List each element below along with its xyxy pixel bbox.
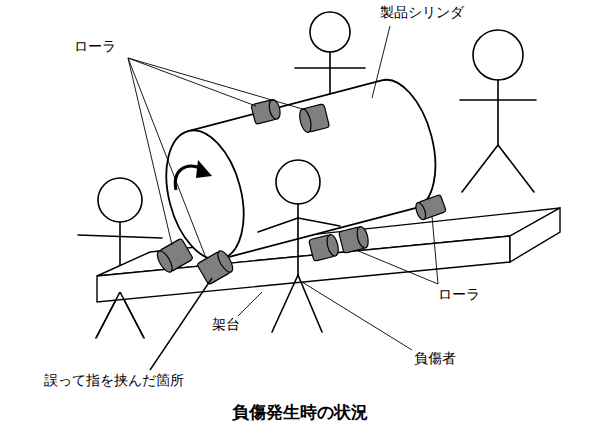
rotation-arrow	[175, 160, 212, 190]
platform-front	[97, 236, 510, 302]
part-label: 架台	[212, 316, 240, 333]
part-label: ローラ	[438, 286, 480, 303]
product-cylinder	[153, 72, 448, 268]
rollers	[154, 98, 446, 284]
people	[78, 12, 536, 338]
worker-legs	[96, 292, 144, 338]
part-label: ローラ	[74, 38, 116, 55]
injured-worker	[258, 160, 340, 332]
part-label: 製品シリンダ	[380, 4, 464, 21]
leader-lines	[128, 26, 438, 370]
worker-figure	[460, 30, 536, 192]
figure-title: 負傷発生時の状況	[232, 402, 368, 422]
platform-side	[510, 208, 560, 262]
callout-label: 誤って指を挟んだ箇所	[44, 372, 184, 389]
part-label: 負傷者	[414, 350, 456, 367]
